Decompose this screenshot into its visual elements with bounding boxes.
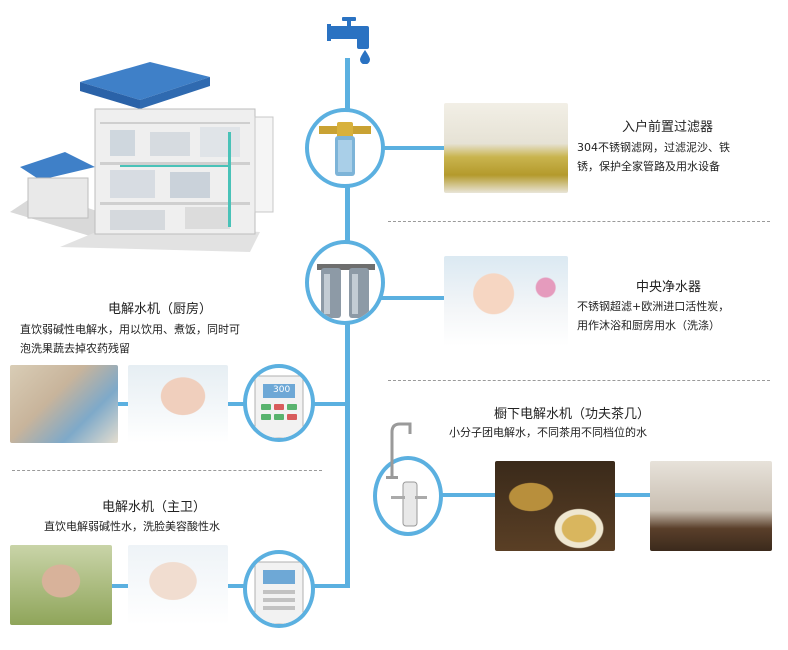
kitchen-title: 电解水机（厨房） [108, 302, 213, 317]
pipe-branch-undersink-v [345, 479, 350, 483]
undersink-machine-circle [373, 456, 443, 536]
sink-dirty-water-photo [444, 103, 568, 193]
kitchen-machine-circle: 300 [243, 364, 315, 442]
prefilter-desc-line: 304不锈钢滤网，过滤泥沙、铁 [577, 141, 730, 154]
woman-drinking-photo [128, 365, 228, 443]
water-tap-icon [327, 17, 369, 49]
central-desc-line: 用作沐浴和厨房用水（洗涤） [577, 319, 720, 332]
pipe-branch-undersink [440, 493, 495, 497]
undersink-title: 橱下电解水机（功夫茶几） [494, 407, 651, 422]
prefilter-device-circle [305, 108, 385, 188]
undersink-machine-icon [391, 481, 427, 527]
machine-screen-value: 300 [273, 385, 291, 395]
prefilter-desc: 304不锈钢滤网，过滤泥沙、铁 锈，保护全家管路及用水设备 [577, 138, 730, 176]
separator-3 [12, 470, 322, 471]
kitchen-machine-icon [254, 375, 304, 438]
undersink-desc: 小分子团电解水，不同茶用不同档位的水 [449, 423, 647, 442]
central-desc-line: 不锈钢超滤+欧洲进口活性炭， [577, 300, 730, 313]
central-desc: 不锈钢超滤+欧洲进口活性炭， 用作沐浴和厨房用水（洗涤） [577, 297, 729, 335]
prefilter-device-icon [319, 122, 371, 176]
kitchen-desc: 直饮弱碱性电解水，用以饮用、煮饭，同时可 泡洗果蔬去掉农药残留 [20, 320, 240, 358]
central-filter-icon [317, 264, 375, 318]
baby-bath-photo [444, 256, 568, 346]
pipe-branch-central [380, 296, 445, 300]
bathroom-machine-icon [254, 561, 304, 624]
prefilter-title: 入户前置过滤器 [622, 120, 714, 135]
tea-cups-photo [495, 461, 615, 551]
bathroom-machine-circle [243, 550, 315, 628]
separator-2 [388, 380, 770, 381]
family-kitchen-photo [10, 365, 118, 443]
prefilter-desc-line: 锈，保护全家管路及用水设备 [577, 160, 720, 173]
pipe-branch-bathroom [300, 584, 350, 588]
water-drop-icon [360, 50, 370, 64]
kitchen-desc-line: 直饮弱碱性电解水，用以饮用、煮饭，同时可 [20, 323, 240, 336]
pipe-branch-kitchen [300, 402, 347, 406]
central-filter-circle [305, 240, 385, 325]
central-title: 中央净水器 [636, 280, 702, 295]
undersink-desc-line: 小分子团电解水，不同茶用不同档位的水 [449, 426, 647, 439]
undersink-faucet-spout [386, 422, 412, 479]
house-illustration [10, 62, 274, 252]
bathroom-title: 电解水机（主卫） [102, 500, 207, 515]
kitchen-desc-line: 泡洗果蔬去掉农药残留 [20, 342, 130, 355]
separator-1 [388, 221, 770, 222]
pipe-link-tea-photos [615, 493, 655, 497]
bathroom-desc: 直饮电解弱碱性水，洗脸美容酸性水 [44, 517, 220, 536]
face-washing-photo [128, 545, 228, 625]
bathroom-desc-line: 直饮电解弱碱性水，洗脸美容酸性水 [44, 520, 220, 533]
woman-drinking-bath-photo [10, 545, 112, 625]
pipe-branch-prefilter [380, 146, 445, 150]
tea-table-photo [650, 461, 772, 551]
